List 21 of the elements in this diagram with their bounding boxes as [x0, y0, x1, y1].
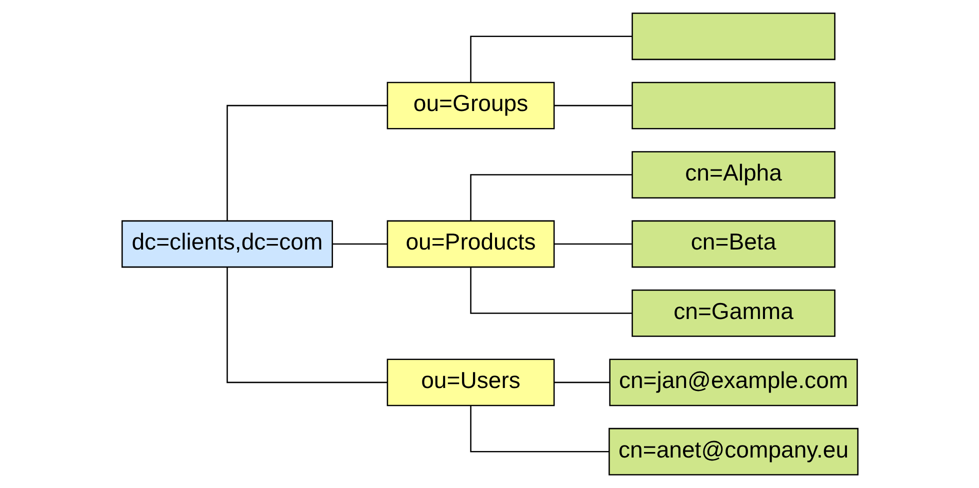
- connector: [554, 382, 609, 384]
- node-box: cn=Alpha: [631, 151, 835, 198]
- node-box: cn=Gamma: [631, 290, 835, 337]
- connector: [226, 267, 387, 384]
- connector: [470, 267, 632, 314]
- connector: [226, 104, 387, 221]
- connector: [554, 243, 632, 245]
- node-box: ou=Users: [386, 358, 554, 406]
- connector: [470, 406, 609, 452]
- connector: [470, 36, 632, 82]
- node-box: [631, 12, 835, 60]
- connector: [332, 243, 387, 245]
- node-box: cn=anet@company.eu: [608, 428, 858, 476]
- node-box: cn=jan@example.com: [608, 358, 858, 406]
- node-box: ou=Groups: [386, 82, 554, 130]
- node-box: dc=clients,dc=com: [120, 220, 332, 268]
- node-box: cn=Beta: [631, 220, 835, 268]
- connector: [554, 104, 632, 106]
- connector: [470, 174, 632, 221]
- node-box: ou=Products: [386, 220, 554, 268]
- node-box: [631, 82, 835, 130]
